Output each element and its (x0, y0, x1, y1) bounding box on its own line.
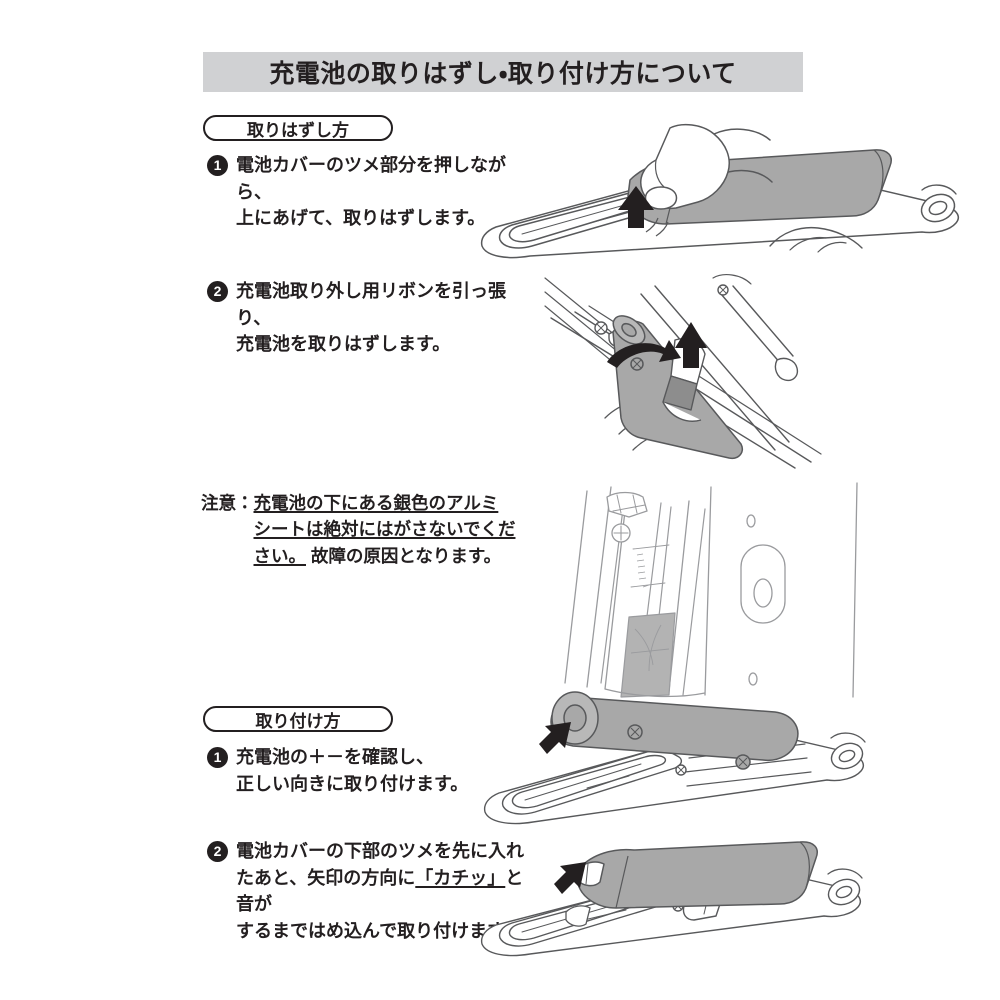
illustration-inserting-battery-into-compartment (475, 691, 895, 835)
caution-underlined-text: 充電池の下にある銀色のアルミ シートは絶対にはがさないでくだ さい。 (253, 493, 516, 566)
step-number-badge: 2 (207, 281, 228, 302)
page-title: 充電池の取りはずし・取り付け方について (269, 60, 737, 88)
arrow-down (539, 722, 571, 754)
illustration-pulling-ribbon-to-remove-battery (544, 272, 985, 472)
illustration-hand-lifting-battery-cover (470, 123, 990, 268)
page-title-band: 充電池の取りはずし・取り付け方について (203, 52, 803, 92)
caution-plain-text: 故障の原因となります。 (310, 545, 502, 566)
step-removal-2: 2 充電池取り外し用リボンを引っ張り、 充電池を取りはずします。 (207, 278, 527, 358)
arrow-up (675, 322, 707, 368)
step-removal-1: 1 電池カバーのツメ部分を押しながら、 上にあげて、取りはずします。 (207, 152, 507, 232)
caution-text-group: 充電池の下にある銀色のアルミ シートは絶対にはがさないでくだ さい。 故障の原因… (254, 490, 547, 569)
illustration-battery-compartment-with-aluminium-sheet (564, 482, 985, 698)
illustration-snapping-cover-closed (470, 840, 890, 965)
step-text-before: 電池カバーの下部のツメを先に入れ たあと、矢印の方向に (236, 841, 524, 888)
section-header-removal: 取りはずし方 (203, 115, 393, 141)
step-installation-2-text: 電池カバーの下部のツメを先に入れ たあと、矢印の方向に「カチッ」と音が するまで… (236, 838, 537, 945)
section-header-installation: 取り付け方 (203, 706, 393, 732)
step-installation-1-text: 充電池の＋－を確認し、 正しい向きに取り付けます。 (236, 747, 469, 794)
step-removal-2-text: 充電池取り外し用リボンを引っ張り、 充電池を取りはずします。 (236, 281, 506, 355)
arrow-curved (607, 340, 681, 368)
step-number-badge: 1 (207, 155, 228, 176)
step-text-emphasis: 「カチッ」 (415, 867, 506, 888)
caution-block: 注意： 充電池の下にある銀色のアルミ シートは絶対にはがさないでくだ さい。 故… (201, 490, 546, 569)
step-number-badge: 2 (207, 841, 228, 862)
step-number-badge: 1 (207, 747, 228, 768)
section-header-installation-label: 取り付け方 (255, 711, 341, 731)
arrow-up (618, 186, 654, 228)
step-removal-1-text: 電池カバーのツメ部分を押しながら、 上にあげて、取りはずします。 (236, 155, 506, 229)
caution-label: 注意： (201, 493, 254, 513)
step-text-after: と音が するまではめ込んで取り付けます。 (236, 867, 524, 941)
step-installation-1: 1 充電池の＋－を確認し、 正しい向きに取り付けます。 (207, 744, 507, 797)
step-installation-2: 2 電池カバーの下部のツメを先に入れ たあと、矢印の方向に「カチッ」と音が する… (207, 838, 537, 945)
section-header-removal-label: 取りはずし方 (247, 120, 349, 140)
arrow-down (554, 862, 586, 894)
